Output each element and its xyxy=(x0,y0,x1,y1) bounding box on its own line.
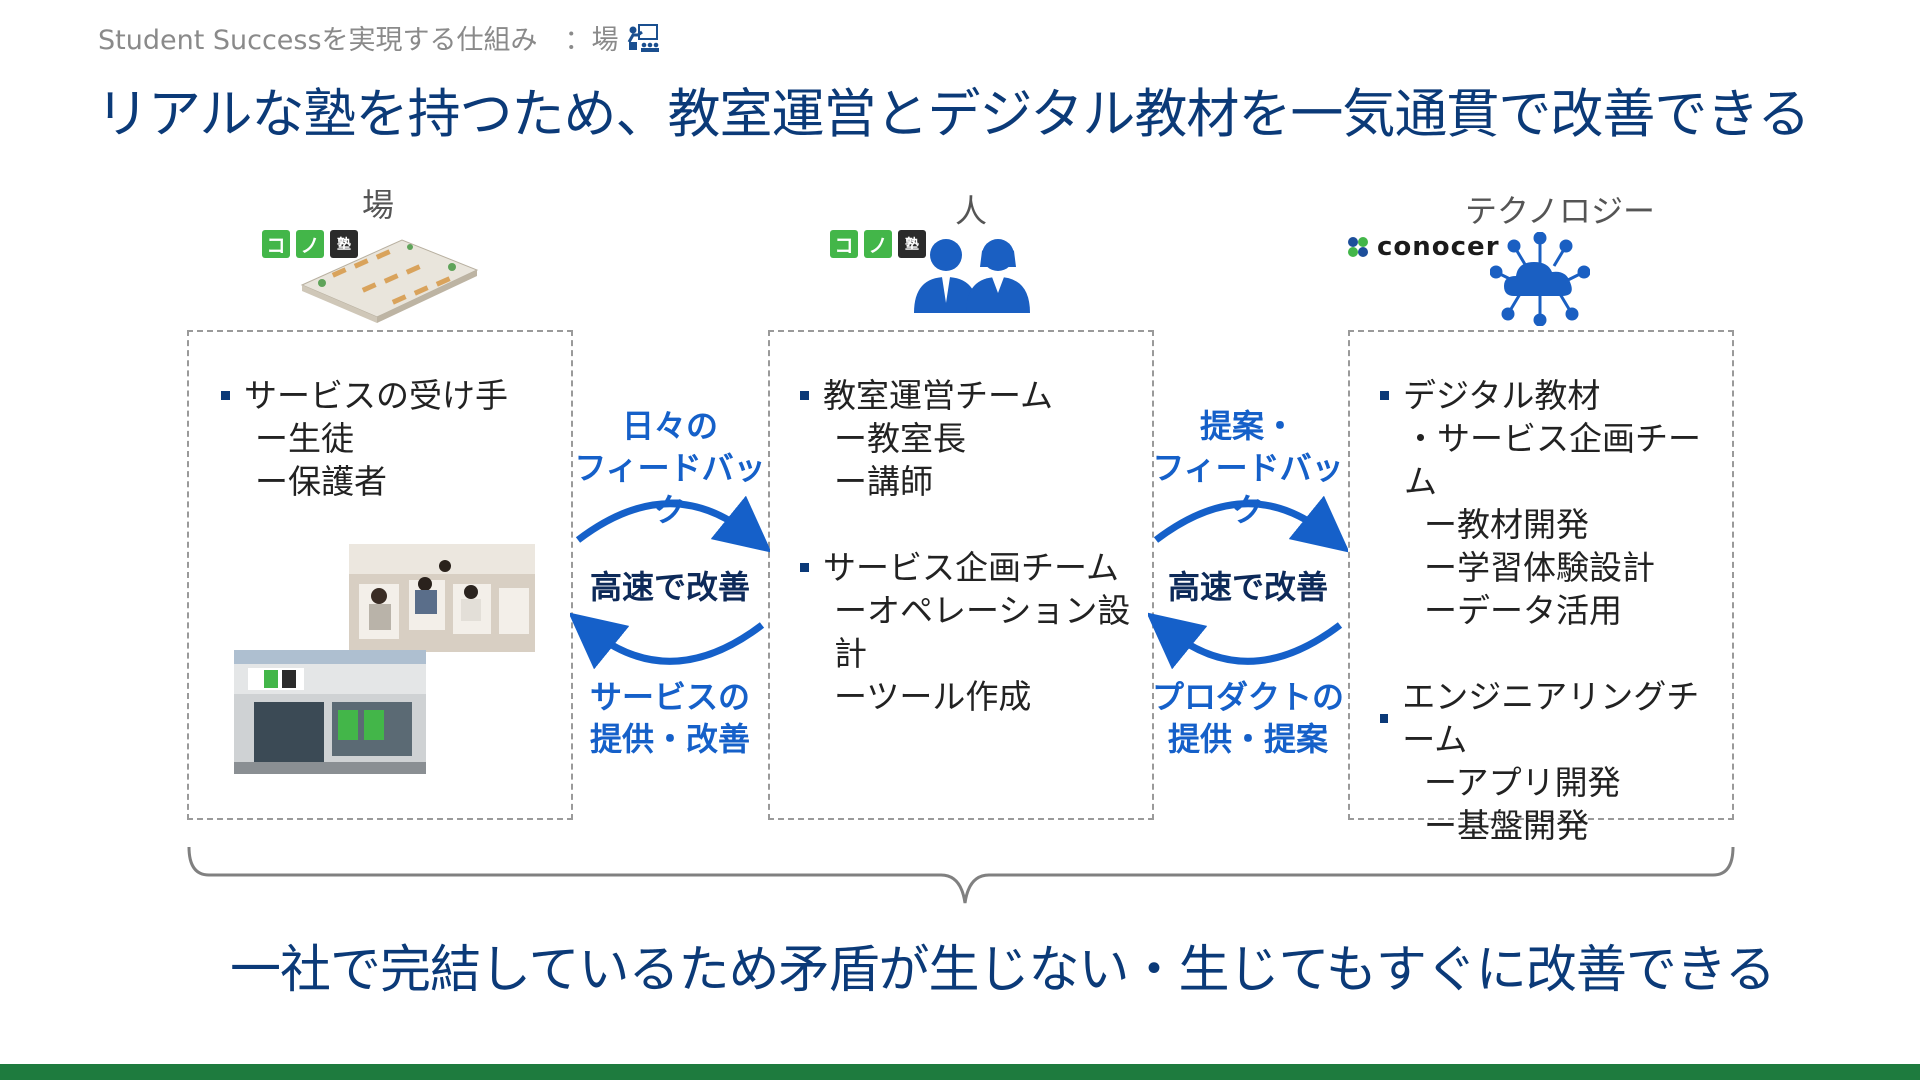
classroom-teacher-icon xyxy=(627,23,659,52)
flow-label-line: 提供・改善 xyxy=(589,720,750,758)
list-item: サービス企画チーム xyxy=(800,546,1152,589)
classroom-floor-illustration xyxy=(300,239,479,323)
list-item: ーツール作成 xyxy=(834,677,1032,716)
flow-label-line: フィードバック xyxy=(574,449,766,529)
list-item: ー講師 xyxy=(834,462,933,501)
left-flow-bottom-label: サービスの 提供・改善 xyxy=(570,676,770,760)
tech-list: デジタル教材 ・サービス企画チーム ー教材開発 ー学習体験設計 ーデータ活用 エ… xyxy=(1380,374,1732,847)
people-heading: 人 xyxy=(954,192,987,230)
list-item: ー教材開発 xyxy=(1424,505,1589,544)
tech-box: デジタル教材 ・サービス企画チーム ー教材開発 ー学習体験設計 ーデータ活用 エ… xyxy=(1348,330,1734,845)
classroom-photo xyxy=(349,544,535,652)
flow-label-line: 日々の xyxy=(621,407,718,445)
place-heading: 場 xyxy=(361,186,394,224)
list-item: デジタル教材 xyxy=(1380,374,1732,417)
right-flow-middle-label: 高速で改善 xyxy=(1167,568,1328,606)
list-item: ー基盤開発 xyxy=(1424,806,1589,845)
list-item: ー学習体験設計 xyxy=(1424,548,1655,587)
list-item: ーオペレーション設計 xyxy=(834,591,1131,673)
list-item: ー保護者 xyxy=(255,462,387,501)
list-spacer xyxy=(800,503,1152,546)
footer-bar xyxy=(0,1064,1920,1080)
right-cycle-arrows xyxy=(1148,495,1348,670)
logo-char: ノ xyxy=(864,230,892,258)
conocer-logo: conocer xyxy=(1347,232,1500,262)
list-item: ーデータ活用 xyxy=(1424,591,1622,630)
logo-char: ノ xyxy=(296,230,324,258)
list-item: ーアプリ開発 xyxy=(1424,763,1621,802)
left-flow-top-label: 日々の フィードバック xyxy=(570,405,770,531)
list-item: サービスの受け手 xyxy=(221,374,508,417)
logo-char: コ xyxy=(830,230,858,258)
breadcrumb: Student Successを実現する仕組み ：場 xyxy=(98,18,659,57)
list-spacer xyxy=(1380,632,1732,675)
breadcrumb-text: Student Successを実現する仕組み ：場 xyxy=(98,25,619,56)
flow-label-line: フィードバック xyxy=(1152,449,1344,529)
conocer-logo-text: conocer xyxy=(1377,232,1500,262)
people-list: 教室運営チーム ー教室長 ー講師 サービス企画チーム ーオペレーション設計 ーツ… xyxy=(800,374,1152,718)
list-item: エンジニアリングチーム xyxy=(1380,675,1732,761)
tech-heading: テクノロジー xyxy=(1464,192,1656,230)
place-list: サービスの受け手 ー生徒 ー保護者 xyxy=(221,374,508,503)
summary-brace xyxy=(187,846,1735,904)
conocer-mark-icon xyxy=(1348,237,1368,257)
list-item: ー教室長 xyxy=(834,419,966,458)
page-title: リアルな塾を持つため、教室運営とデジタル教材を一気通貫で改善できる xyxy=(96,84,1810,145)
right-flow-bottom-label: プロダクトの 提供・提案 xyxy=(1148,676,1348,760)
logo-char: 塾 xyxy=(898,230,926,258)
list-item: ・サービス企画チーム xyxy=(1404,419,1701,501)
place-box: サービスの受け手 ー生徒 ー保護者 xyxy=(187,330,573,820)
list-item: 教室運営チーム xyxy=(800,374,1152,417)
flow-label-line: 提案・ xyxy=(1199,407,1296,445)
right-flow-top-label: 提案・ フィードバック xyxy=(1148,405,1348,531)
left-cycle-arrows xyxy=(570,495,770,670)
kono-juku-logo: コ ノ 塾 xyxy=(262,230,358,258)
flow-label-line: サービスの xyxy=(589,678,750,716)
storefront-photo xyxy=(234,650,426,774)
logo-char: コ xyxy=(262,230,290,258)
cloud-network-icon xyxy=(1490,232,1590,326)
list-item: ー生徒 xyxy=(255,419,354,458)
flow-label-line: プロダクトの xyxy=(1151,678,1344,716)
flow-label-line: 提供・提案 xyxy=(1167,720,1328,758)
logo-char: 塾 xyxy=(330,230,358,258)
people-box: 教室運営チーム ー教室長 ー講師 サービス企画チーム ーオペレーション設計 ーツ… xyxy=(768,330,1154,820)
conclusion-text: 一社で完結しているため矛盾が生じない・生じてもすぐに改善できる xyxy=(230,941,1776,1000)
left-flow-middle-label: 高速で改善 xyxy=(589,568,750,606)
kono-juku-logo: コ ノ 塾 xyxy=(830,230,926,258)
team-people-icon xyxy=(914,239,1030,313)
